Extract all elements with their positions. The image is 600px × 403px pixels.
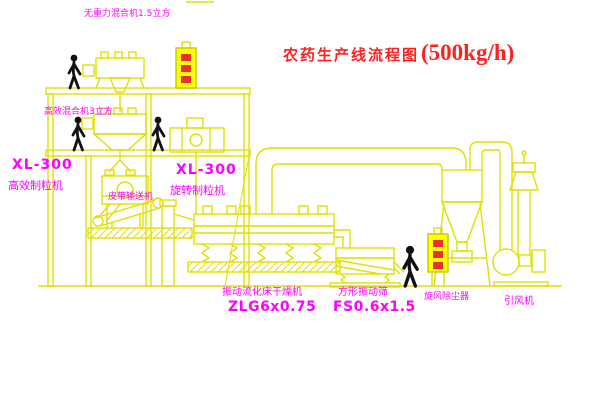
gravity-mixer-machine [82,51,145,112]
worker-figure-ground [402,244,419,288]
exhaust-duct [255,147,467,214]
label-screen-model: FS0.6x1.5 [333,299,416,315]
label-gravity-mixer: 无重力混合机1.5立方 [84,9,171,19]
induced-draft-fan-machine [492,150,549,287]
bucket-elevator [159,199,195,287]
label-high-efficiency-mixer: 高效混合机3立方 [44,107,113,117]
label-granulator-left-name: 高效制粒机 [8,179,63,192]
platform-structure [38,1,562,287]
worker-figures [67,53,419,288]
label-granulator-left-model: XL-300 [12,157,73,173]
label-granulator-mid-model: XL-300 [176,162,237,178]
label-belt-conveyor: 皮带输送机 [108,192,154,202]
control-cabinet-lower [427,227,449,286]
control-cabinet-upper [175,41,197,89]
drawing-title-text: 农药生产线流程图 [283,46,420,64]
worker-figure-top [67,53,82,90]
vibrating-screen-machine [329,247,405,288]
label-cyclone: 旋风除尘器 [424,292,470,302]
label-dryer-model: ZLG6x0.75 [228,299,317,315]
label-granulator-mid-name: 旋转制粒机 [170,184,225,197]
fluid-bed-dryer-machine [187,205,351,273]
worker-figure-floor2-right [151,115,166,152]
drawing-title: 农药生产线流程图 (500kg/h) [283,40,514,66]
drawing-title-capacity: (500kg/h) [421,40,515,65]
label-dryer-name: 振动流化床干燥机 [222,287,302,298]
high-efficiency-mixer-machine [81,107,148,176]
label-fan: 引风机 [504,296,534,307]
belt-conveyor-machine [92,197,164,228]
granulator-left-machine [97,175,149,228]
granulator-mid-machine [169,117,225,214]
label-screen-name: 方形振动筛 [338,287,388,298]
